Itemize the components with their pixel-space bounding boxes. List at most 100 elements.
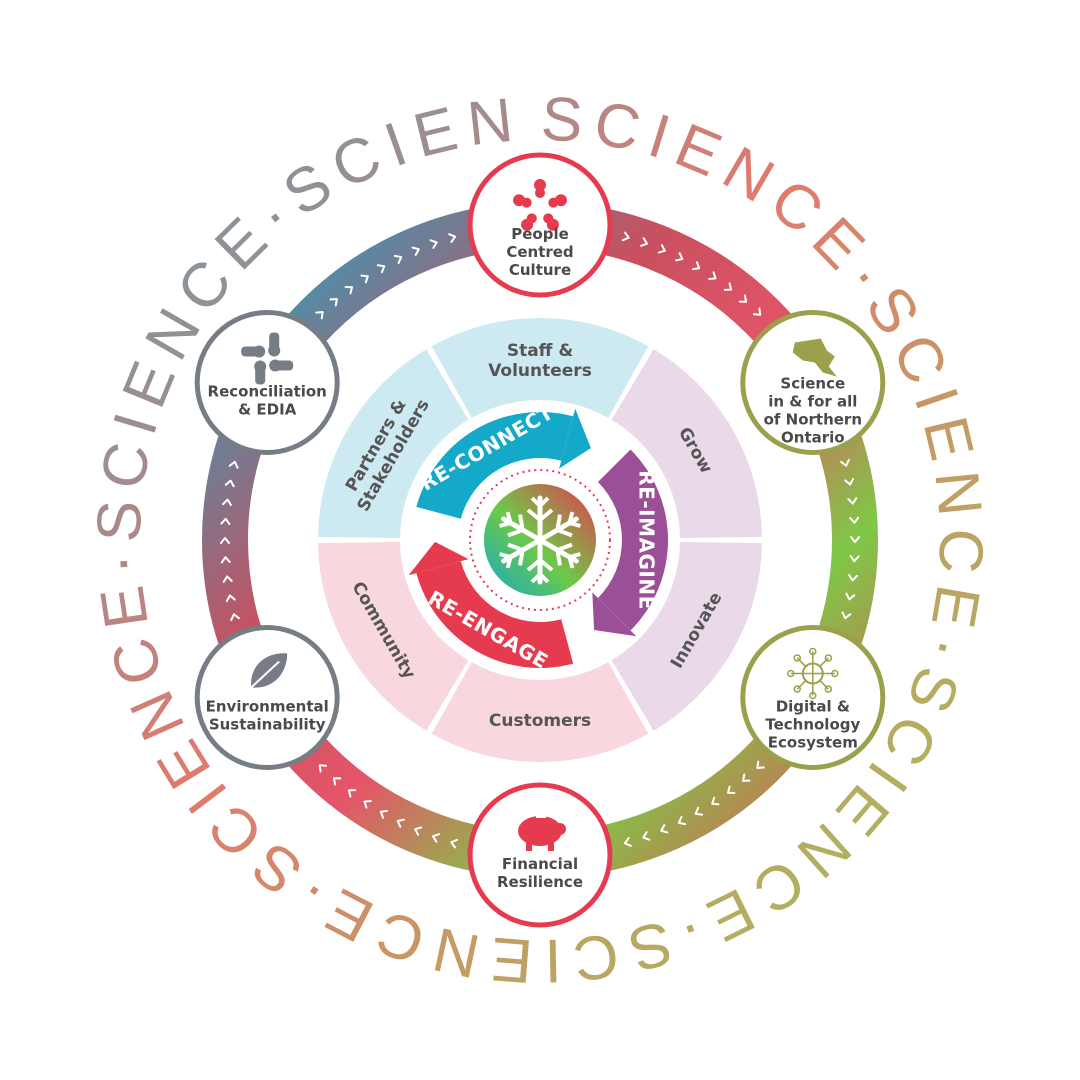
arrow-band [416, 412, 574, 519]
ring-chevron [726, 785, 736, 794]
ring-chevron [379, 809, 389, 819]
ring-chevron [723, 282, 733, 291]
snowflake-arm [526, 537, 554, 585]
ring-chevron [675, 252, 684, 262]
node-label-line: Financial [502, 855, 578, 873]
ring-chevron [642, 831, 651, 841]
ring-chevron [738, 294, 748, 303]
ring-chevron [220, 537, 230, 544]
ring-chevron [848, 573, 858, 582]
ring-chevron [411, 246, 420, 256]
ring-chevron [363, 799, 372, 809]
ring-chevron [225, 594, 236, 603]
arrow-band [416, 561, 574, 668]
ring-chevron [845, 592, 856, 601]
ring-chevron [742, 773, 751, 782]
ring-chevron [222, 575, 233, 583]
ring-chevron [224, 479, 235, 488]
segment-staff [431, 318, 649, 418]
ring-chevron [847, 497, 858, 505]
ring-chevron [849, 516, 860, 524]
ring-chevron [329, 298, 338, 307]
segment-partners [318, 349, 469, 539]
ring-chevron [414, 826, 423, 836]
core-dotted-ring [469, 469, 611, 611]
snowflake-arm [499, 537, 543, 569]
node-background [740, 625, 885, 770]
ring-chevron [691, 261, 701, 271]
node-label-reconciliation: Reconciliation& EDIA [208, 383, 327, 419]
segment-label-staff: Staff &Volunteers [488, 341, 592, 381]
ring-chevron [344, 286, 354, 295]
snowflake-logo-icon [499, 495, 581, 585]
ring-chevron [694, 806, 704, 816]
segment-community [318, 541, 469, 731]
node-border [194, 310, 340, 455]
ring-chevron [657, 244, 666, 254]
ring-chevron [332, 777, 342, 786]
snowflake-arm [537, 511, 581, 543]
ring-chevron [756, 760, 765, 769]
ring-chevron [448, 233, 457, 243]
ring-chevron [840, 458, 850, 467]
ring-chevron [450, 838, 459, 849]
ring-chevron [431, 833, 441, 843]
node-label-line: People [511, 225, 569, 243]
ring-chevron [621, 231, 630, 242]
node-label-line: Digital & [776, 698, 850, 716]
node-border [467, 782, 613, 928]
node-background [740, 310, 885, 455]
segment-innovate [611, 541, 762, 731]
node-border [740, 310, 886, 455]
segment-label-customers: Customers [489, 711, 591, 731]
arrowhead [592, 592, 637, 637]
node-label-line: Reconciliation [208, 383, 327, 401]
core [469, 469, 611, 611]
node-label-line: in & for all [768, 393, 857, 411]
node-label-line: Ontario [781, 429, 845, 447]
ring-chevron [360, 274, 369, 284]
ring-chevron [639, 237, 649, 247]
ontario-map-icon [792, 338, 837, 377]
arrowhead [559, 408, 591, 469]
snowflake-arm [526, 495, 554, 543]
ring-chevron [850, 536, 860, 543]
node-label-line: of Northern [764, 411, 862, 429]
node-label-line: Sustainability [209, 716, 326, 734]
ring-chevron [677, 815, 687, 826]
segment-label-line: Staff & [507, 341, 574, 361]
ring-chevron [841, 611, 852, 620]
node-background [468, 783, 612, 927]
segment-label-line: Customers [489, 711, 591, 731]
node-reconciliation: Reconciliation& EDIA [194, 310, 340, 455]
ring-chevron [396, 818, 405, 828]
ring-chevron [376, 264, 386, 274]
ring-chevron [752, 307, 762, 316]
node-border [194, 625, 340, 770]
segment-customers [431, 662, 649, 763]
ring-chevron [315, 311, 324, 320]
ring-chevron [708, 271, 717, 281]
node-label-line: Ecosystem [768, 734, 858, 752]
ring-chevron [844, 477, 855, 486]
joined-hands-icon [241, 332, 294, 385]
arrow-reimagine: RE-IMAGINE [592, 449, 668, 637]
network-globe-icon [787, 647, 839, 700]
node-background [195, 310, 340, 455]
ring-chevron [711, 796, 720, 806]
ring-chevron [220, 517, 231, 526]
node-label-line: Technology [765, 716, 860, 734]
node-label-line: Culture [509, 261, 571, 279]
ring-chevron [228, 460, 239, 469]
ring-chevron [347, 789, 357, 798]
node-label-line: & EDIA [238, 401, 297, 419]
